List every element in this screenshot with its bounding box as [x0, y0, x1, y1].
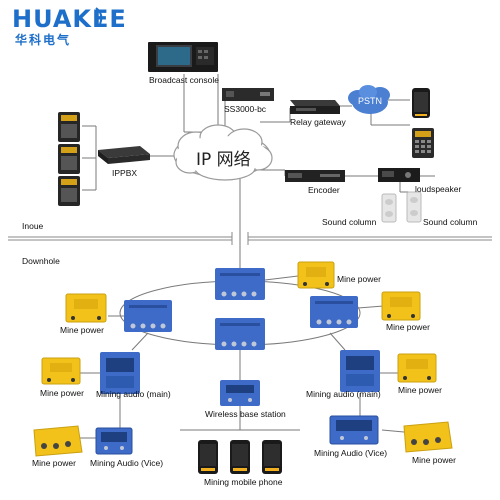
broadcast-console-label: Broadcast console: [149, 75, 219, 85]
upper-links: [82, 74, 435, 268]
wireless-base-station-label: Wireless base station: [205, 409, 286, 419]
pstn-label: PSTN: [358, 96, 383, 106]
ip-phone-2: [58, 144, 80, 174]
relay-gateway-device: [290, 100, 340, 114]
mine-power-label-ml: Mine power: [40, 388, 84, 398]
brand-logo: HUAKEE: [12, 5, 127, 33]
mining-audio-vice-left: [95, 427, 133, 455]
mining-audio-main-label-r: Mining audio (main): [306, 389, 381, 399]
sound-column-label-2: Sound column: [423, 217, 478, 227]
mine-power-box-br: [403, 421, 453, 453]
downhole-switch-center: [215, 318, 265, 350]
mine-power-label-r: Mine power: [386, 322, 430, 332]
encoder-device: [285, 170, 345, 182]
mobile-phone-pstn: [412, 88, 430, 118]
loudspeaker-device: [378, 168, 420, 182]
mining-audio-vice-label-l: Mining Audio (Vice): [90, 458, 164, 468]
mining-mobile-phone-3: [262, 440, 282, 474]
mine-power-label-l: Mine power: [60, 325, 104, 335]
mining-mobile-phone-1: [198, 440, 218, 474]
mining-audio-main-right: [340, 350, 380, 392]
mine-power-box-tr: [297, 261, 335, 289]
encoder-label: Encoder: [308, 185, 340, 195]
downhole-switch-left: [124, 300, 172, 332]
mine-power-box-mr: [397, 353, 437, 383]
logo-accent: [95, 7, 103, 25]
sound-column-1: [381, 193, 397, 223]
mine-power-label-br: Mine power: [412, 455, 456, 465]
ss3000-label: SS3000-bc: [224, 104, 267, 114]
mine-power-box-r: [381, 291, 421, 321]
downhole-links: [78, 275, 405, 439]
mine-power-label-bl: Mine power: [32, 458, 76, 468]
desk-phone-pstn: [412, 128, 434, 158]
mine-power-box-l: [65, 293, 107, 323]
zone-label-upper: Inoue: [22, 221, 44, 231]
downhole-switch-top: [215, 268, 265, 300]
mine-power-box-ml: [41, 357, 81, 385]
zone-separators: [8, 232, 492, 245]
mining-audio-main-label-l: Mining audio (main): [96, 389, 171, 399]
wireless-base-station-device: [220, 380, 260, 406]
ip-phone-1: [58, 112, 80, 142]
mining-audio-main-left: [100, 352, 140, 394]
downhole-switch-right: [310, 296, 358, 328]
brand-subtitle: 华科电气: [15, 33, 72, 47]
mining-audio-vice-label-r: Mining Audio (Vice): [314, 448, 388, 458]
ip-network-label: IP 网络: [196, 150, 251, 170]
loudspeaker-label: loudspeaker: [415, 184, 462, 194]
ss3000-device: [222, 88, 274, 101]
sound-column-2: [406, 191, 422, 223]
mine-power-label-tr: Mine power: [337, 274, 381, 284]
relay-gateway-label: Relay gateway: [290, 117, 346, 127]
ip-phone-3: [58, 176, 80, 206]
ippbx-label: IPPBX: [112, 168, 138, 178]
sound-column-label-1: Sound column: [322, 217, 377, 227]
mining-mobile-phone-2: [230, 440, 250, 474]
mine-power-label-mr: Mine power: [398, 385, 442, 395]
pstn-cloud: [348, 85, 390, 114]
mining-mobile-phone-label: Mining mobile phone: [204, 477, 283, 487]
broadcast-console: [148, 42, 218, 72]
mine-power-box-bl: [33, 425, 83, 457]
zone-label-lower: Downhole: [22, 256, 60, 266]
mining-audio-vice-right: [329, 415, 379, 445]
ippbx-device: [98, 146, 150, 164]
